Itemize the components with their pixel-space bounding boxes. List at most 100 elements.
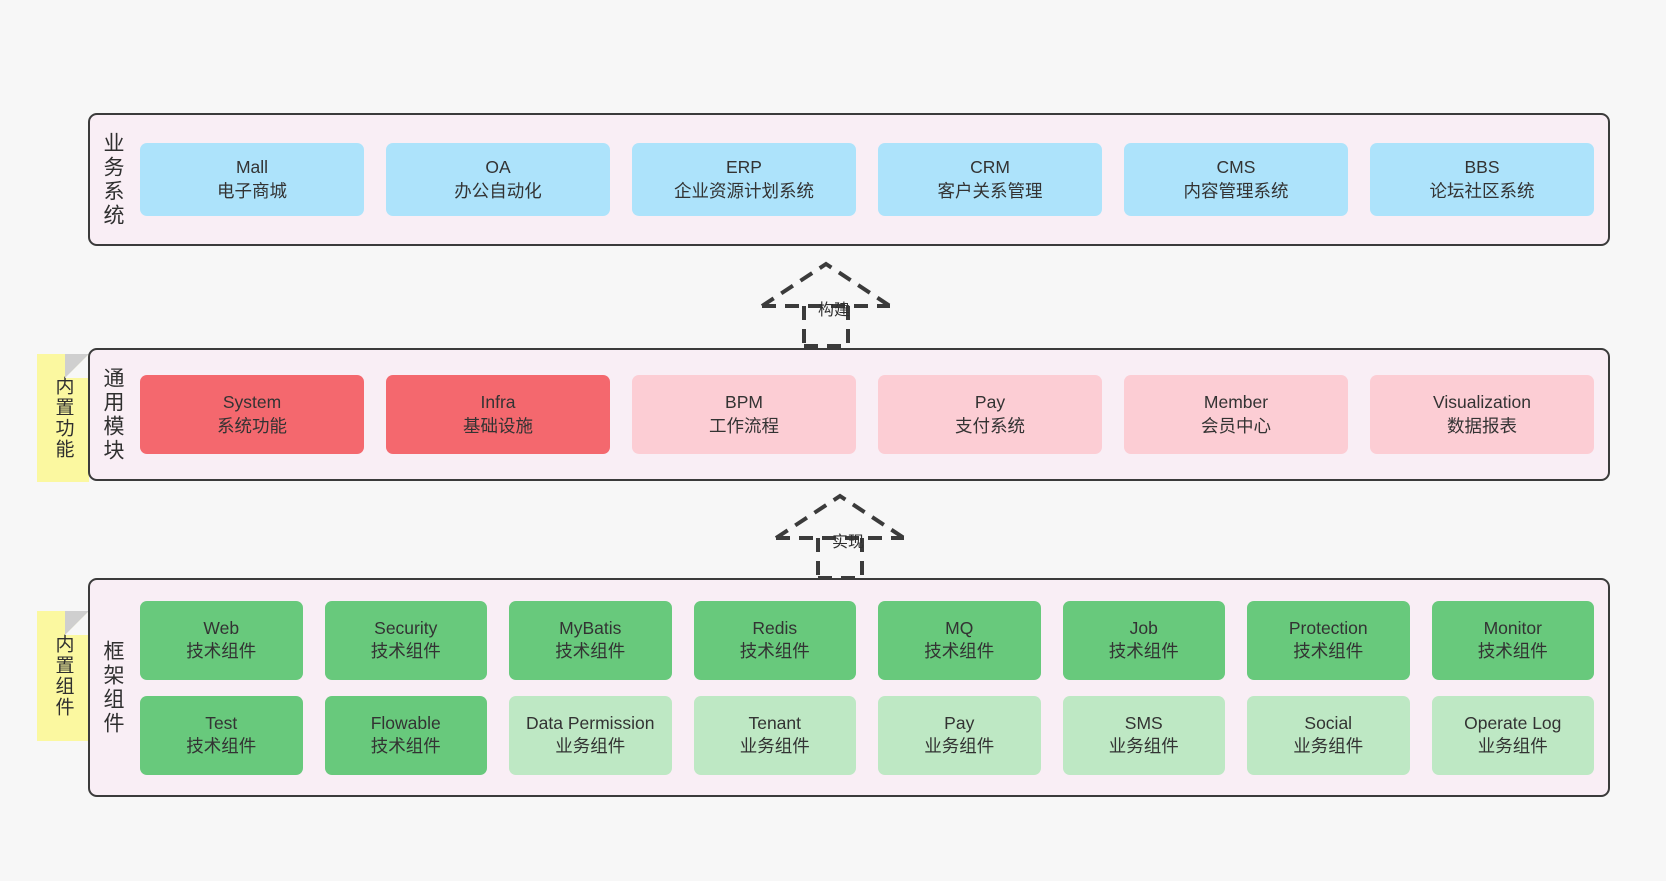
layer-framework-components-label: 框架组件 <box>101 639 124 736</box>
card-row: System 系统功能 Infra 基础设施 BPM 工作流程 Pay 支付系统… <box>140 375 1594 454</box>
card-title: SMS <box>1124 712 1163 733</box>
card-title: Data Permission <box>526 712 655 733</box>
card-mybatis[interactable]: MyBatis 技术组件 <box>509 600 672 680</box>
card-oa[interactable]: OA 办公自动化 <box>386 143 610 216</box>
connector-build: 构建 <box>756 258 936 348</box>
card-title: Test <box>205 712 238 733</box>
card-subtitle: 技术组件 <box>1293 641 1364 661</box>
card-subtitle: 业务组件 <box>555 736 626 756</box>
card-subtitle: 技术组件 <box>186 641 257 661</box>
card-subtitle: 业务组件 <box>1108 736 1179 756</box>
card-member[interactable]: Member 会员中心 <box>1124 375 1348 454</box>
card-title: BBS <box>1464 157 1500 178</box>
card-monitor[interactable]: Monitor 技术组件 <box>1431 600 1594 680</box>
card-title: Pay <box>974 392 1006 413</box>
layer-framework-components: 框架组件 Web 技术组件 Security 技术组件 MyBatis 技术组件… <box>88 578 1610 797</box>
card-title: Web <box>203 617 240 638</box>
layer-common-modules-cards: System 系统功能 Infra 基础设施 BPM 工作流程 Pay 支付系统… <box>134 350 1608 479</box>
card-subtitle: 业务组件 <box>1477 736 1548 756</box>
card-visualization[interactable]: Visualization 数据报表 <box>1370 375 1594 454</box>
card-subtitle: 电子商城 <box>217 180 287 201</box>
card-subtitle: 技术组件 <box>739 641 810 661</box>
card-operate-log[interactable]: Operate Log 业务组件 <box>1431 695 1594 775</box>
card-data-permission[interactable]: Data Permission 业务组件 <box>509 695 672 775</box>
card-mall[interactable]: Mall 电子商城 <box>140 143 364 216</box>
card-title: Monitor <box>1483 617 1542 638</box>
card-subtitle: 技术组件 <box>370 641 441 661</box>
note-fold-icon <box>65 354 89 378</box>
card-title: MyBatis <box>559 617 622 638</box>
card-bbs[interactable]: BBS 论坛社区系统 <box>1370 143 1594 216</box>
card-crm[interactable]: CRM 客户关系管理 <box>878 143 1102 216</box>
card-row: Web 技术组件 Security 技术组件 MyBatis 技术组件 Redi… <box>140 600 1594 680</box>
layer-common-modules-label: 通用模块 <box>101 366 124 463</box>
note-label: 内置组件 <box>52 634 74 718</box>
card-title: Security <box>374 617 438 638</box>
card-title: BPM <box>725 392 763 413</box>
generalization-stem <box>802 306 850 348</box>
card-title: CRM <box>970 157 1010 178</box>
card-title: Tenant <box>748 712 802 733</box>
note-builtin-components: 内置组件 <box>37 611 89 741</box>
card-bpm[interactable]: BPM 工作流程 <box>632 375 856 454</box>
card-redis[interactable]: Redis 技术组件 <box>693 600 856 680</box>
card-flowable[interactable]: Flowable 技术组件 <box>324 695 487 775</box>
card-subtitle: 基础设施 <box>463 415 533 436</box>
layer-business-system-cards: Mall 电子商城 OA 办公自动化 ERP 企业资源计划系统 CRM 客户关系… <box>134 115 1608 244</box>
layer-common-modules: 通用模块 System 系统功能 Infra 基础设施 BPM 工作流程 Pay… <box>88 348 1610 481</box>
card-protection[interactable]: Protection 技术组件 <box>1247 600 1410 680</box>
card-subtitle: 支付系统 <box>955 415 1025 436</box>
card-title: Member <box>1203 392 1269 413</box>
card-pay-component[interactable]: Pay 业务组件 <box>878 695 1041 775</box>
card-subtitle: 办公自动化 <box>454 180 542 201</box>
card-subtitle: 系统功能 <box>217 415 287 436</box>
card-subtitle: 数据报表 <box>1447 415 1517 436</box>
card-subtitle: 技术组件 <box>1108 641 1179 661</box>
generalization-triangle <box>774 493 906 540</box>
card-test[interactable]: Test 技术组件 <box>140 695 303 775</box>
layer-business-system: 业务系统 Mall 电子商城 OA 办公自动化 ERP 企业资源计划系统 CRM… <box>88 113 1610 246</box>
card-system[interactable]: System 系统功能 <box>140 375 364 454</box>
card-subtitle: 会员中心 <box>1201 415 1271 436</box>
card-title: Visualization <box>1433 392 1531 413</box>
card-title: Protection <box>1288 617 1368 638</box>
connector-implement-label: 实现 <box>832 534 865 551</box>
card-infra[interactable]: Infra 基础设施 <box>386 375 610 454</box>
layer-framework-components-cards: Web 技术组件 Security 技术组件 MyBatis 技术组件 Redi… <box>134 580 1608 795</box>
card-mq[interactable]: MQ 技术组件 <box>878 600 1041 680</box>
card-pay-module[interactable]: Pay 支付系统 <box>878 375 1102 454</box>
card-subtitle: 业务组件 <box>739 736 810 756</box>
card-erp[interactable]: ERP 企业资源计划系统 <box>632 143 856 216</box>
note-builtin-functions: 内置功能 <box>37 354 89 482</box>
card-subtitle: 技术组件 <box>1477 641 1548 661</box>
card-subtitle: 内容管理系统 <box>1183 180 1289 201</box>
card-subtitle: 技术组件 <box>555 641 626 661</box>
card-row: Mall 电子商城 OA 办公自动化 ERP 企业资源计划系统 CRM 客户关系… <box>140 143 1594 216</box>
card-subtitle: 工作流程 <box>709 415 779 436</box>
note-fold-icon <box>65 611 89 635</box>
card-sms[interactable]: SMS 业务组件 <box>1062 695 1225 775</box>
card-title: System <box>222 392 282 413</box>
card-title: Flowable <box>370 712 441 733</box>
card-subtitle: 技术组件 <box>370 736 441 756</box>
card-subtitle: 技术组件 <box>186 736 257 756</box>
card-row: Test 技术组件 Flowable 技术组件 Data Permission … <box>140 695 1594 775</box>
card-security[interactable]: Security 技术组件 <box>324 600 487 680</box>
card-title: CMS <box>1216 157 1256 178</box>
card-title: Infra <box>480 392 516 413</box>
card-title: Operate Log <box>1464 712 1562 733</box>
card-tenant[interactable]: Tenant 业务组件 <box>693 695 856 775</box>
layer-business-system-label: 业务系统 <box>101 131 124 228</box>
card-job[interactable]: Job 技术组件 <box>1062 600 1225 680</box>
card-title: MQ <box>945 617 974 638</box>
card-title: Redis <box>752 617 798 638</box>
card-social[interactable]: Social 业务组件 <box>1247 695 1410 775</box>
generalization-triangle <box>760 261 892 308</box>
card-web[interactable]: Web 技术组件 <box>140 600 303 680</box>
card-cms[interactable]: CMS 内容管理系统 <box>1124 143 1348 216</box>
card-subtitle: 论坛社区系统 <box>1429 180 1535 201</box>
card-subtitle: 客户关系管理 <box>937 180 1043 201</box>
card-title: Pay <box>944 712 975 733</box>
connector-build-label: 构建 <box>818 302 851 319</box>
